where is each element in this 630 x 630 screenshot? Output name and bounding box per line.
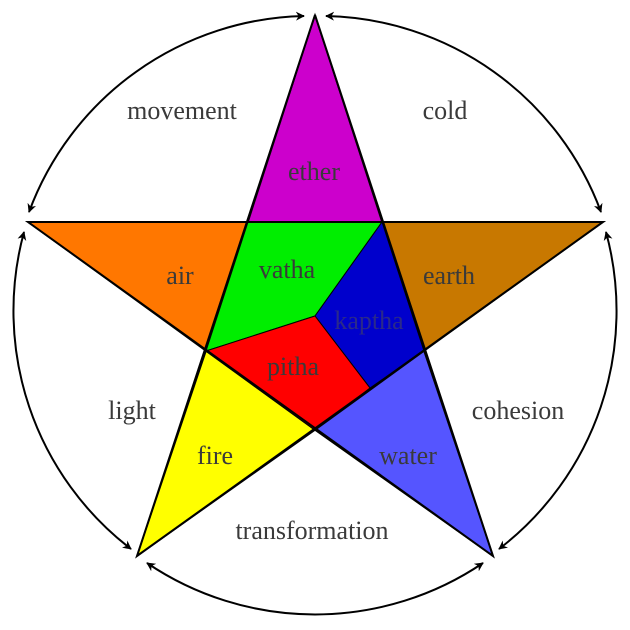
arc-water-fire	[146, 562, 484, 616]
label-cold: cold	[423, 96, 468, 125]
label-transformation: transformation	[235, 516, 388, 545]
ether-point	[246, 12, 384, 223]
label-cohesion: cohesion	[472, 396, 564, 425]
label-movement: movement	[127, 96, 238, 125]
label-air: air	[166, 261, 194, 290]
label-fire: fire	[197, 441, 233, 470]
label-vatha: vatha	[259, 255, 316, 284]
star-outline	[24, 14, 607, 559]
label-kaptha: kaptha	[334, 306, 404, 335]
label-light: light	[108, 396, 156, 425]
arc-fire-air	[12, 231, 132, 550]
label-pitha: pitha	[267, 352, 319, 381]
label-water: water	[379, 441, 437, 470]
label-earth: earth	[423, 261, 475, 290]
arc-air-ether	[27, 11, 305, 213]
arc-ether-earth	[325, 11, 603, 213]
arc-earth-water	[498, 231, 618, 550]
label-ether: ether	[288, 157, 340, 186]
